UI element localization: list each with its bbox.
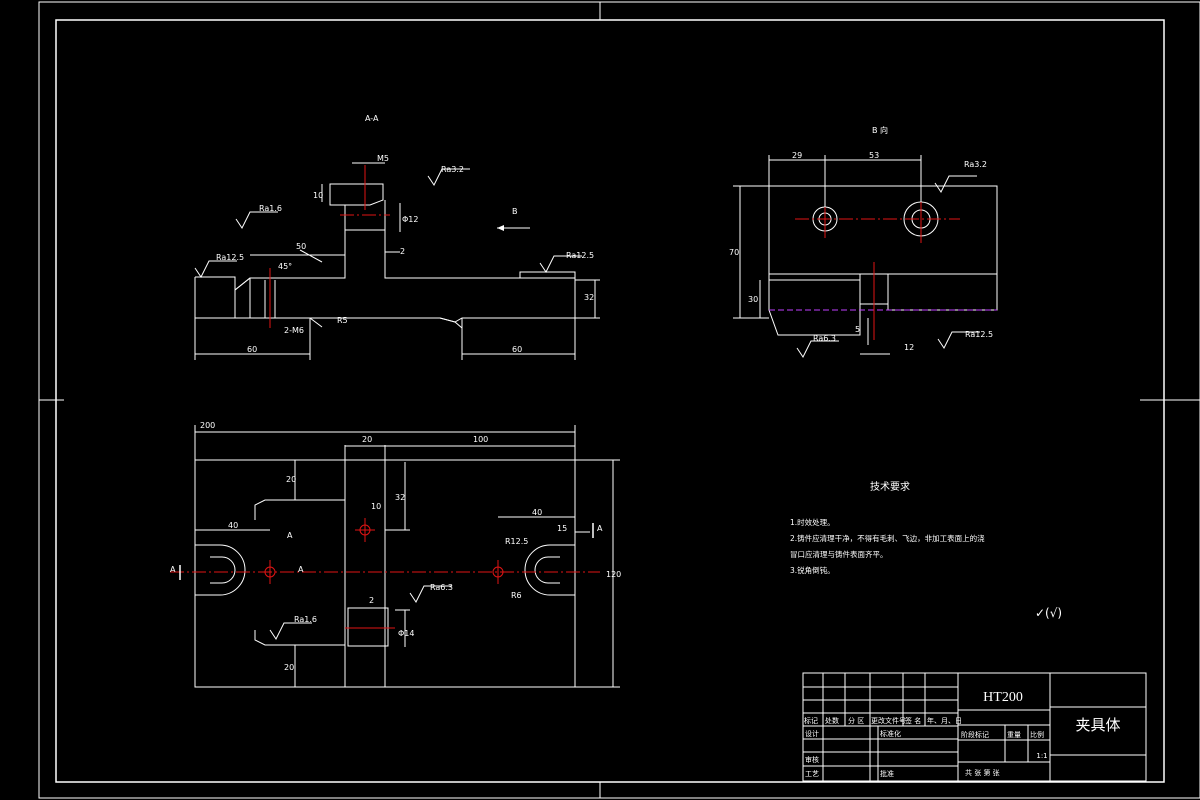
- tb-zone: 分 区: [848, 716, 864, 725]
- dim-r5: R5: [337, 316, 348, 325]
- dim-r6: R6: [511, 591, 522, 600]
- dim-phi12: Φ12: [402, 215, 418, 224]
- arrow-b-label: B: [512, 207, 518, 216]
- tb-review: 审核: [805, 755, 819, 764]
- tb-process: 工艺: [805, 770, 819, 778]
- roughness-ra63-plan: Ra6.3: [430, 583, 453, 592]
- tb-material: HT200: [983, 690, 1023, 705]
- section-marker-a-left: A: [170, 565, 176, 574]
- dim-2m6: 2-M6: [284, 326, 304, 335]
- tb-part-name: 夹具体: [1075, 716, 1121, 734]
- tb-scale: 1:1: [1036, 752, 1048, 760]
- dim-60-right: 60: [512, 345, 522, 354]
- dim-20-left: 20: [286, 475, 296, 484]
- dim-10: 10: [313, 191, 323, 200]
- upper-block-hatch: [329, 183, 384, 206]
- dim-32: 32: [395, 493, 405, 502]
- tech-requirements-title: 技术要求: [870, 482, 910, 493]
- dim-70: 70: [729, 248, 739, 257]
- plan-view: 200 20 100 20 10 32 40 40 15 R12.5 R6 2 …: [170, 421, 621, 688]
- tb-sheets: 共 张 第 张: [965, 768, 1000, 777]
- dim-53: 53: [869, 151, 879, 160]
- dim-20-top: 20: [362, 435, 372, 444]
- dim-5: 5: [855, 325, 860, 334]
- section-hatch: [234, 229, 576, 323]
- dim-50: 50: [296, 242, 306, 251]
- tb-design: 设计: [805, 729, 819, 738]
- roughness-ra16: Ra1.6: [259, 204, 282, 213]
- dim-2-plan: 2: [369, 596, 374, 605]
- dim-40-right: 40: [532, 508, 542, 517]
- dim-200: 200: [200, 421, 215, 430]
- tech-requirement-item: 3.锐角倒钝。: [790, 566, 835, 575]
- dim-40-left: 40: [228, 521, 238, 530]
- dim-12: 12: [904, 343, 914, 352]
- tb-date: 年、月、日: [927, 716, 962, 725]
- roughness-ra125-left: Ra12.5: [216, 253, 244, 262]
- dim-20-bottom: 20: [284, 663, 294, 672]
- tech-requirement-item: 2.铸件应清理干净，不得有毛刺、飞边，非加工表面上的浇: [790, 534, 985, 543]
- dim-120: 120: [606, 570, 621, 579]
- section-marker-a-inner: A: [298, 565, 304, 574]
- roughness-ra32: Ra3.2: [441, 165, 464, 174]
- section-marker-a-inner-left: A: [287, 531, 293, 540]
- tb-stage-mark: 阶段标记: [961, 730, 989, 739]
- dim-r125: R12.5: [505, 537, 528, 546]
- dim-29: 29: [792, 151, 802, 160]
- dim-100: 100: [473, 435, 488, 444]
- roughness-ra32-b: Ra3.2: [964, 160, 987, 169]
- tb-change-doc: 更改文件号: [871, 716, 906, 725]
- dim-10: 10: [371, 502, 381, 511]
- section-marker-a-right: A: [597, 524, 603, 533]
- inner-border: [55, 19, 1165, 783]
- tech-requirement-item: 1.时效处理。: [790, 518, 835, 527]
- tb-count: 处数: [825, 716, 839, 725]
- dim-m5: M5: [377, 154, 389, 163]
- tb-approve: 批准: [880, 769, 894, 778]
- tech-requirements: 1.时效处理。 2.铸件应清理干净，不得有毛刺、飞边，非加工表面上的浇 冒口应清…: [790, 515, 1020, 579]
- tech-requirement-item: 冒口应清理与铸件表面齐平。: [790, 550, 888, 559]
- dim-30: 30: [748, 295, 758, 304]
- dim-15: 15: [557, 524, 567, 533]
- section-aa-view: A-A B M5 10 Φ12 2 50 45° R5 2-M6 60 60 3…: [194, 114, 600, 360]
- centering-marks: [39, 2, 1200, 798]
- roughness-ra16-plan: Ra1.6: [294, 615, 317, 624]
- tb-weight: 重量: [1007, 731, 1021, 739]
- dim-phi14: Φ14: [398, 629, 414, 638]
- dim-60-left: 60: [247, 345, 257, 354]
- dim-2: 2: [400, 247, 405, 256]
- roughness-ra125-right: Ra12.5: [566, 251, 594, 260]
- tb-mark: 标记: [804, 716, 818, 725]
- view-b: B 向 29 53 70 30 5 12 Ra3.2 Ra6.3 Ra12.5: [729, 125, 998, 358]
- roughness-ra125-b: Ra12.5: [965, 330, 993, 339]
- other-roughness-symbol: ✓(√): [1035, 606, 1062, 620]
- dim-32: 32: [584, 293, 594, 302]
- tb-signature: 签 名: [905, 716, 921, 725]
- outer-border: [38, 1, 1200, 799]
- tb-standardize: 标准化: [880, 729, 901, 738]
- dim-45deg: 45°: [278, 262, 292, 271]
- tb-ratio: 比例: [1030, 730, 1044, 739]
- view-b-label: B 向: [872, 125, 888, 135]
- section-aa-label: A-A: [365, 114, 379, 123]
- title-block: 标记 处数 分 区 更改文件号 签 名 年、月、日 设计 标准化 审核 工艺 批…: [802, 606, 1147, 782]
- roughness-ra63-b: Ra6.3: [813, 334, 836, 343]
